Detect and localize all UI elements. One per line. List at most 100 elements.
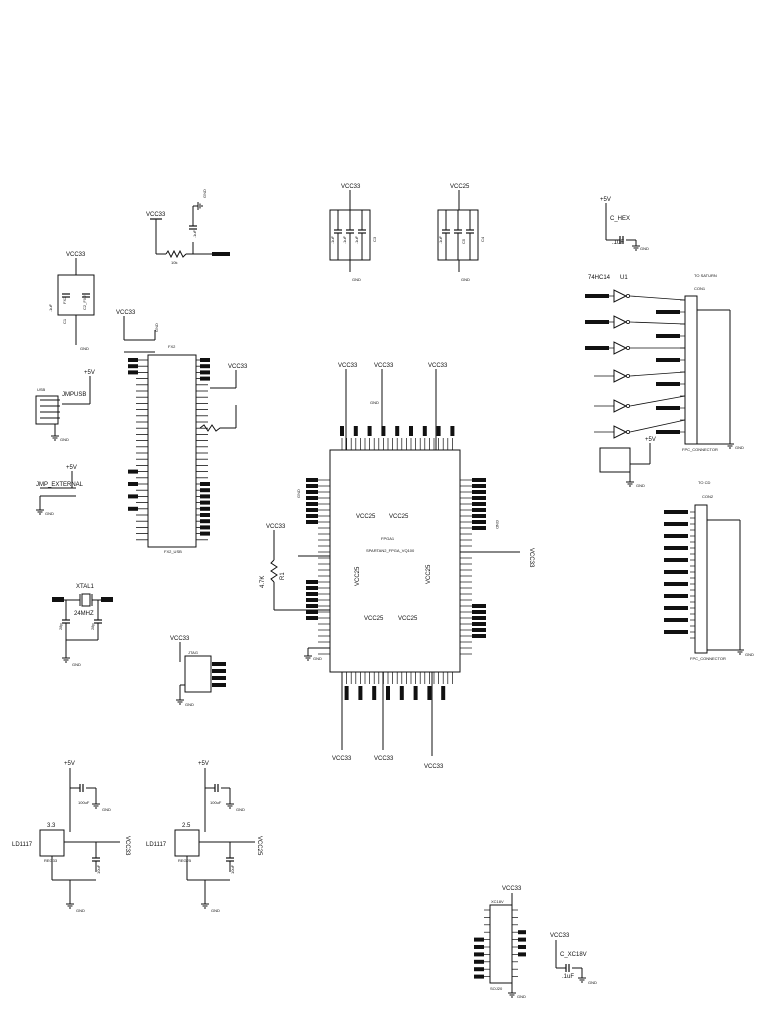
inverter-gate xyxy=(613,341,628,355)
net-label-marker xyxy=(474,937,484,942)
resistor-value: 4.7K xyxy=(260,576,266,588)
gnd-label: GND xyxy=(517,994,526,999)
net-label-marker xyxy=(664,618,688,622)
cap-value: 10uF xyxy=(230,864,235,874)
fpga-part: SPARTAN2_FPGA_VQ100 xyxy=(366,548,415,553)
net-label-marker xyxy=(340,426,344,436)
cd-connector-block: TO CD CON2 FPC_CONNECTOR GND xyxy=(664,480,754,661)
net-label-marker xyxy=(386,686,390,700)
gnd-label: GND xyxy=(461,277,470,282)
net-label-marker xyxy=(306,586,318,590)
net-label-marker xyxy=(474,952,484,957)
gate-wire xyxy=(629,321,686,325)
resistor-value: 10k xyxy=(171,260,177,265)
net-label-marker xyxy=(413,686,418,700)
net-label-marker xyxy=(472,508,486,512)
net-label-marker xyxy=(306,514,318,518)
net-label-marker xyxy=(409,426,413,436)
vcc33-label: VCC33 xyxy=(528,548,534,568)
net-label-marker xyxy=(472,520,486,524)
cap-value: .1uF xyxy=(612,240,624,246)
net-label-marker xyxy=(306,508,318,512)
cap-value: 28p xyxy=(90,623,95,630)
gnd-label: GND xyxy=(185,702,194,707)
vcc33-label: VCC33 xyxy=(146,212,166,218)
net-label-marker xyxy=(518,937,526,942)
hc14-label: 74HC14 xyxy=(588,275,611,281)
reg33-part: LD1117 xyxy=(12,842,33,848)
reg33-ref: REG33 xyxy=(44,858,58,863)
inverter-gate xyxy=(613,425,628,439)
net-label-marker xyxy=(200,506,210,511)
net-label-marker xyxy=(450,426,455,436)
net-label-marker xyxy=(656,430,680,434)
net-label-marker xyxy=(395,426,400,436)
net-label-marker xyxy=(585,320,609,324)
gate-wire xyxy=(629,371,686,377)
inverter-bubble xyxy=(626,293,631,298)
gate-wire xyxy=(629,295,686,301)
gnd-label: GND xyxy=(352,277,361,282)
inverter-gate xyxy=(613,369,628,383)
vcc33-label: VCC33 xyxy=(424,764,444,770)
vcc25-label: VCC25 xyxy=(450,184,470,190)
con2-body xyxy=(694,504,708,654)
net-label-marker xyxy=(472,514,486,518)
fpc-connector-label: FPC_CONNECTOR xyxy=(690,656,726,661)
to-cd-label: TO CD xyxy=(698,480,710,485)
usb-label: USB xyxy=(37,387,46,392)
external-jumper: +5V JMP_EXTERNAL GND xyxy=(35,465,84,516)
cap-value: .1uF xyxy=(48,303,53,312)
xc18v-label: XC18V xyxy=(491,899,504,904)
cap-ref: FX2 xyxy=(62,296,67,304)
net-label-marker xyxy=(306,502,318,506)
vcc33-label: VCC33 xyxy=(332,756,352,762)
gnd-label: GND xyxy=(154,323,159,332)
fpga-chip: FPGA1 SPARTAN2_FPGA_VQ100 VCC33 VCC33 VC… xyxy=(260,363,534,770)
net-label-marker xyxy=(664,546,688,550)
plus5v-label: +5V xyxy=(198,761,209,767)
net-label-marker xyxy=(358,686,363,700)
gnd-label: GND xyxy=(495,520,500,529)
net-label-marker xyxy=(472,616,486,620)
net-label-marker xyxy=(664,558,688,562)
cap-value: .1uF xyxy=(342,235,347,244)
vcc33-label: VCC33 xyxy=(228,364,248,370)
xc18v-body xyxy=(489,904,513,984)
soj20-label: SOJ20 xyxy=(490,986,503,991)
fx2-body xyxy=(147,354,197,548)
net-label-marker xyxy=(664,534,688,538)
cap-value: .1uF xyxy=(330,235,335,244)
vcc33-label: VCC33 xyxy=(124,836,130,856)
usb-jumper: USB JMPUSB +5V GND xyxy=(35,370,95,442)
net-label-marker xyxy=(664,570,688,574)
fpga-body xyxy=(329,449,461,673)
gnd-label: GND xyxy=(640,246,649,251)
gnd-label: GND xyxy=(313,656,322,661)
net-label-marker xyxy=(518,930,526,935)
hex-inverter-block: +5V GND C_HEX .1uF 74HC14 U1 TO SATURN C… xyxy=(585,197,744,488)
inverter-gate xyxy=(613,399,628,413)
reg25-part: LD1117 xyxy=(146,842,167,848)
inverter-bubble xyxy=(626,319,631,324)
net-label-marker xyxy=(474,974,484,979)
net-label-marker xyxy=(306,520,318,524)
inverter-bubble xyxy=(626,429,631,434)
net-label-marker xyxy=(353,426,358,436)
gate-wire xyxy=(629,419,686,433)
net-label-marker xyxy=(656,406,680,410)
net-label-marker xyxy=(306,592,318,596)
net-label-marker xyxy=(306,610,318,614)
gnd-label: GND xyxy=(296,489,301,498)
cap-value: .1uF xyxy=(354,235,359,244)
cap-value: 28p xyxy=(58,623,63,630)
vcc33-label: VCC33 xyxy=(374,363,394,369)
vcc25-label: VCC25 xyxy=(398,616,418,622)
net-label-marker xyxy=(472,634,486,638)
net-label-marker xyxy=(128,506,138,511)
net-label-marker xyxy=(656,334,680,338)
plus5v-label: +5V xyxy=(645,437,656,443)
net-label-marker xyxy=(200,519,210,524)
cap-ref: C1 xyxy=(62,318,67,324)
jtag-header: VCC33 JTAG GND xyxy=(170,636,226,707)
